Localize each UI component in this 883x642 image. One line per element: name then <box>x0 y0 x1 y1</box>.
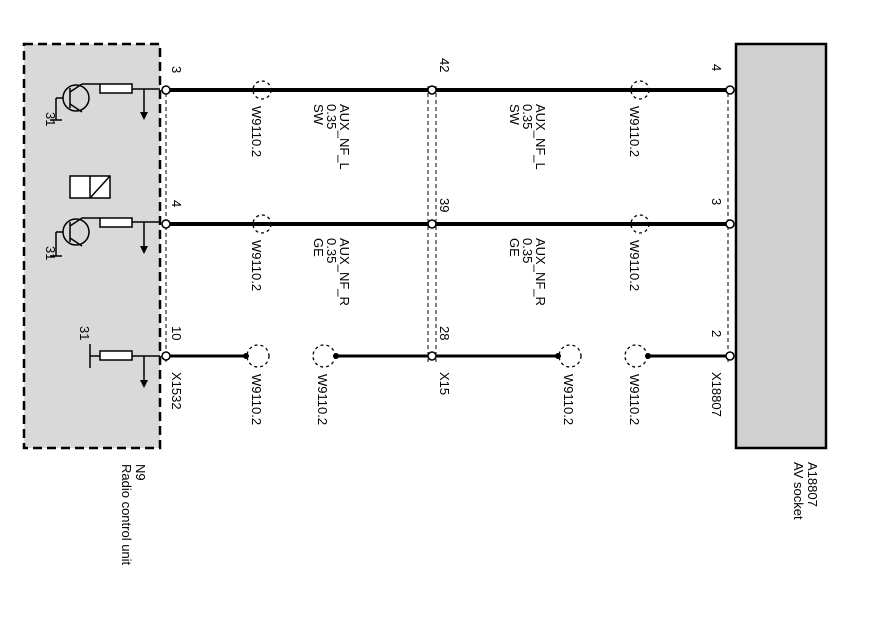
av-socket-code: A18807 <box>805 462 820 507</box>
wire2-color-left: GE <box>311 238 326 257</box>
shield-label-3: W9110.2 <box>249 240 264 291</box>
shield-label-2: W9110.2 <box>627 106 642 157</box>
wire1-color-right: SW <box>507 104 522 126</box>
shield-label-7: W9110.2 <box>561 374 576 425</box>
shield-marker-1 <box>252 80 272 100</box>
wire1-size-right: 0.35 <box>520 104 535 129</box>
shield-label-8: W9110.2 <box>627 374 642 425</box>
connector-label-middle: X15 <box>437 372 452 395</box>
shield-label-1: W9110.2 <box>249 106 264 157</box>
connector-label-left: X1532 <box>169 372 184 410</box>
pin-left-1: 3 <box>169 66 184 73</box>
pin-right-2: 3 <box>709 198 724 205</box>
shield-marker-6 <box>312 344 336 368</box>
shield-marker-7 <box>558 344 582 368</box>
av-socket-name: AV socket <box>791 462 806 520</box>
radio-unit-name: Radio control unit <box>119 464 134 566</box>
wire1-signal-left: AUX_NF_L <box>337 104 352 170</box>
pin-mid-1: 42 <box>437 58 452 72</box>
ground-label-bottom: 31 <box>77 326 92 340</box>
ground-label-top: 31 <box>43 112 58 126</box>
radio-unit-code: N9 <box>133 464 148 481</box>
shield-marker-5 <box>246 344 270 368</box>
wire2-signal-left: AUX_NF_R <box>337 238 352 306</box>
ground-label-mid: 31 <box>43 246 58 260</box>
radio-control-unit-box <box>22 42 162 450</box>
wire1-signal-right: AUX_NF_L <box>533 104 548 170</box>
pin-right-1: 4 <box>709 64 724 71</box>
shield-label-6: W9110.2 <box>315 374 330 425</box>
shield-label-4: W9110.2 <box>627 240 642 291</box>
wire2-size-left: 0.35 <box>324 238 339 263</box>
av-socket-box <box>734 42 828 450</box>
wire2-size-right: 0.35 <box>520 238 535 263</box>
shield-marker-3 <box>252 214 272 234</box>
resistor-mid <box>99 217 133 228</box>
pin-mid-3: 28 <box>437 326 452 340</box>
shield-marker-8 <box>624 344 648 368</box>
shield-marker-4 <box>630 214 650 234</box>
connector-label-right: X18807 <box>709 372 724 417</box>
pin-left-2: 4 <box>169 200 184 207</box>
pin-right-3: 2 <box>709 330 724 337</box>
wire2-signal-right: AUX_NF_R <box>533 238 548 306</box>
resistor-top <box>99 83 133 94</box>
pin-mid-2: 39 <box>437 198 452 212</box>
pin-left-3: 10 <box>169 326 184 340</box>
wire2-color-right: GE <box>507 238 522 257</box>
wire1-size-left: 0.35 <box>324 104 339 129</box>
shield-label-5: W9110.2 <box>249 374 264 425</box>
shield-marker-2 <box>630 80 650 100</box>
wire1-color-left: SW <box>311 104 326 126</box>
resistor-bottom <box>99 350 133 361</box>
